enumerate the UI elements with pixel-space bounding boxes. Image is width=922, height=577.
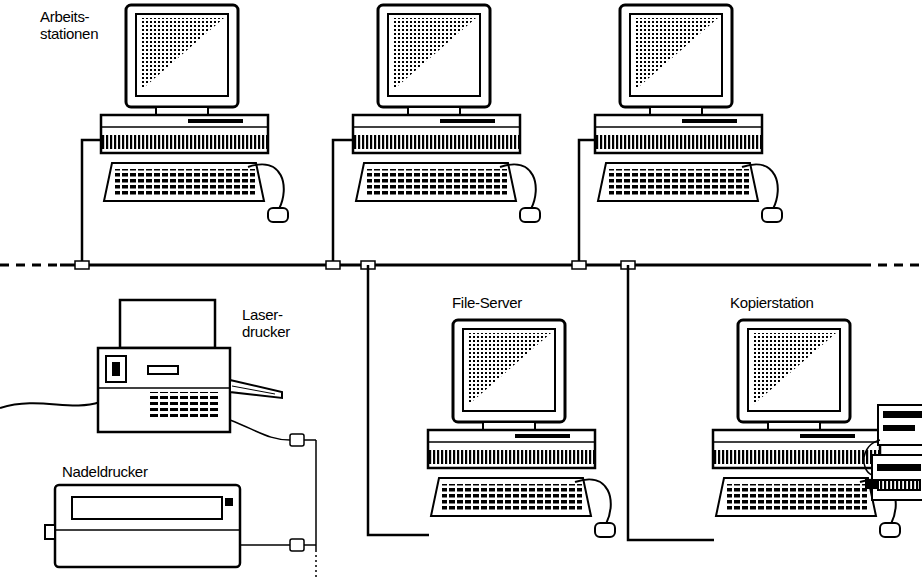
- drive-cable: [864, 440, 880, 475]
- switch-panel: [106, 356, 126, 382]
- disk-drives: [866, 405, 922, 500]
- drive-vents: [878, 480, 920, 490]
- device-label: Nadeldrucker: [62, 463, 192, 480]
- printer-body: [98, 348, 230, 432]
- paper-slot: [72, 497, 222, 519]
- copy-station: [713, 320, 900, 537]
- bus-end: [0, 264, 60, 267]
- device-label: Kopierstation: [730, 294, 860, 311]
- data-cable: [304, 439, 316, 441]
- drive-slot: [878, 465, 920, 470]
- printer-line: [315, 550, 317, 577]
- drive-unit: [878, 405, 922, 445]
- printer-body: [55, 485, 240, 567]
- tap: [75, 261, 89, 269]
- dot-matrix-printer: [45, 485, 316, 567]
- display: [148, 366, 178, 374]
- plug: [290, 539, 304, 551]
- drive-slot: [884, 426, 914, 430]
- device-label: File-Server: [452, 294, 572, 311]
- workstation: [353, 5, 540, 222]
- body-line: [55, 529, 240, 531]
- plug: [866, 480, 876, 488]
- file-server: [428, 320, 615, 537]
- device-label: Arbeits- stationen: [40, 8, 110, 42]
- plug: [290, 434, 304, 446]
- switch: [112, 362, 120, 376]
- drop-cable: [579, 140, 595, 265]
- paper: [232, 386, 275, 394]
- data-cable: [304, 544, 316, 546]
- bus-taps: [75, 261, 635, 269]
- platen-knob: [45, 525, 55, 539]
- drop-cable: [333, 140, 353, 265]
- printer-line: [315, 440, 317, 550]
- server-cable: [368, 265, 429, 535]
- tap: [326, 261, 340, 269]
- network-bus: [60, 264, 862, 267]
- grille: [150, 392, 220, 420]
- workstation: [101, 5, 288, 222]
- station-cable: [628, 265, 714, 540]
- printer-top: [120, 300, 215, 348]
- data-cable: [240, 544, 290, 546]
- data-cable: [230, 420, 290, 440]
- drive-slot: [884, 412, 922, 417]
- power-cable: [0, 402, 100, 408]
- tap: [572, 261, 586, 269]
- drop-cable: [82, 140, 101, 265]
- panel-line: [98, 387, 230, 389]
- device-label: Laser- drucker: [242, 306, 304, 340]
- workstation: [595, 5, 782, 222]
- paper-tray: [230, 380, 282, 398]
- drive-unit: [872, 455, 922, 500]
- button: [225, 498, 233, 506]
- laser-printer: [0, 300, 316, 446]
- bus-end: [862, 264, 922, 267]
